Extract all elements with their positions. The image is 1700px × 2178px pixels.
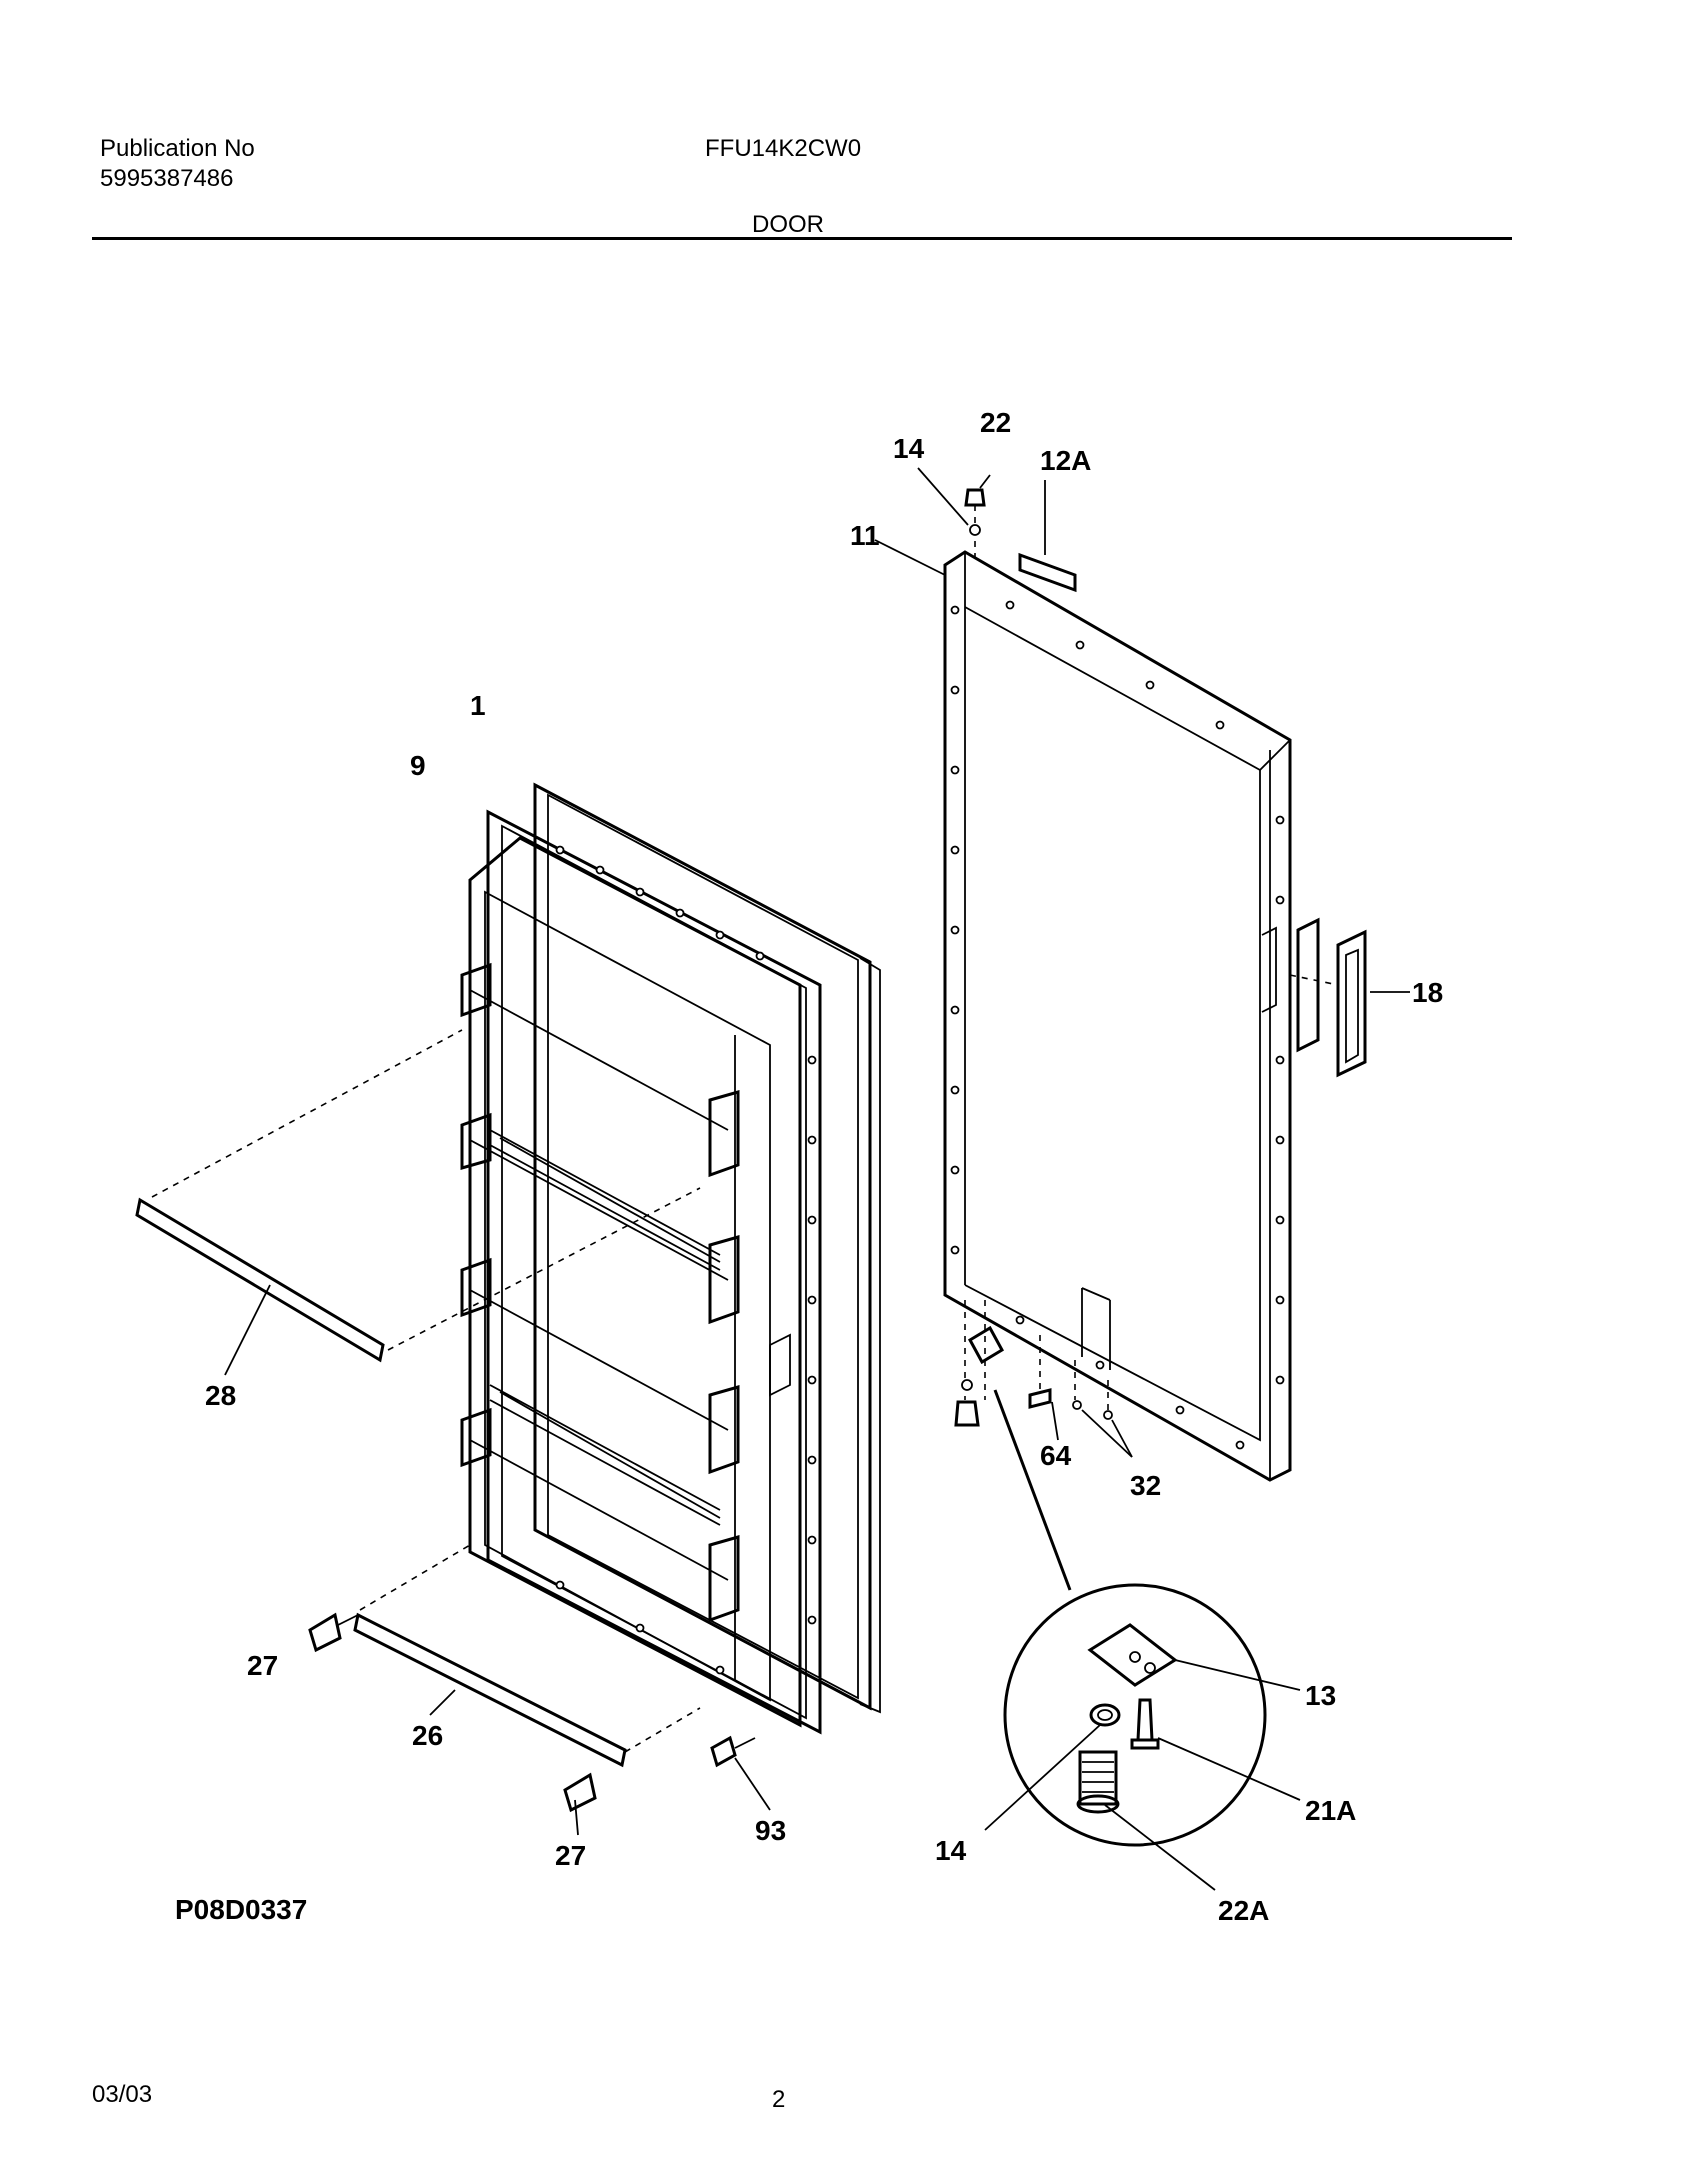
bottom-hinge-parts <box>954 1300 1133 1591</box>
shelf-bar-upper <box>135 1029 701 1376</box>
panel-screw-holes <box>950 600 1285 1450</box>
outer-door-panel <box>943 550 1292 1482</box>
diagram-code: P08D0337 <box>175 1894 308 1925</box>
callout-9: 9 <box>410 750 426 781</box>
callout-27-upper: 27 <box>247 1650 278 1681</box>
hinge-screw-top <box>917 467 991 560</box>
rivet-upper <box>308 1612 359 1653</box>
callout-32: 32 <box>1130 1470 1161 1501</box>
door-liner <box>460 836 802 1728</box>
publication-label: Publication No <box>100 135 255 162</box>
callout-18: 18 <box>1412 977 1443 1008</box>
callout-22: 22 <box>980 407 1011 438</box>
callout-64: 64 <box>1040 1440 1072 1471</box>
page-number: 2 <box>772 2086 786 2113</box>
callout-1: 1 <box>470 690 486 721</box>
callout-11: 11 <box>850 520 880 551</box>
leader-11 <box>874 539 946 576</box>
door-handle <box>1289 917 1410 1078</box>
callout-22a: 22A <box>1218 1895 1269 1926</box>
callout-14-detail: 14 <box>935 1835 967 1866</box>
label-12a <box>1018 480 1077 593</box>
callout-12a: 12A <box>1040 445 1091 476</box>
section-title: DOOR <box>752 211 824 238</box>
hinge-detail-view <box>984 1583 1301 1891</box>
frame-screw-holes <box>555 845 817 1675</box>
callout-13: 13 <box>1305 1680 1336 1711</box>
door-gasket <box>533 782 881 1714</box>
callout-27-lower: 27 <box>555 1840 586 1871</box>
footer-date: 03/03 <box>92 2081 153 2108</box>
shelf-bar-lower <box>353 1544 701 1768</box>
screw-93 <box>710 1735 771 1811</box>
callout-93: 93 <box>755 1815 786 1846</box>
callout-26: 26 <box>412 1720 443 1751</box>
callout-21a: 21A <box>1305 1795 1356 1826</box>
publication-number: 5995387486 <box>100 165 234 192</box>
model-number: FFU14K2CW0 <box>705 135 862 162</box>
header-rule <box>92 237 1512 240</box>
callout-28: 28 <box>205 1380 236 1411</box>
rivet-lower <box>563 1772 597 1836</box>
callout-14-top: 14 <box>893 433 925 464</box>
